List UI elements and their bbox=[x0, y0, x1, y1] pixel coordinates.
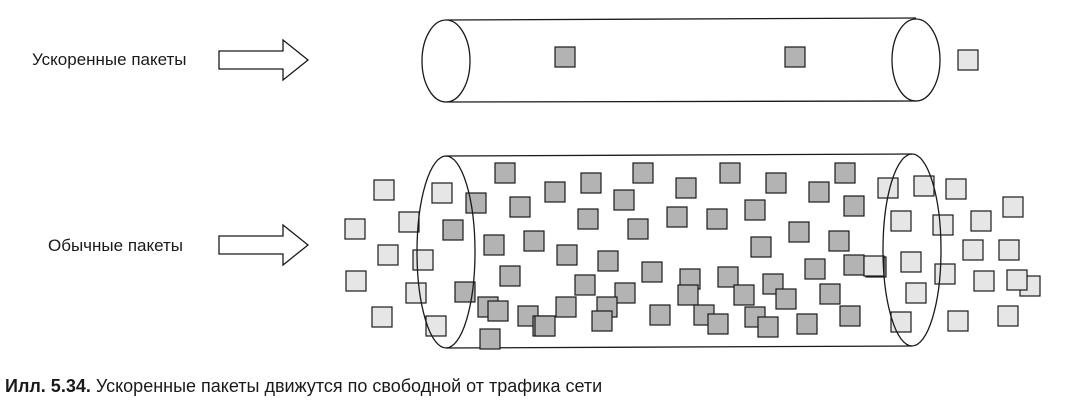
packet-square bbox=[479, 328, 501, 350]
packet-square bbox=[555, 296, 577, 318]
packet-square bbox=[900, 251, 922, 273]
packet-square bbox=[819, 283, 841, 305]
packet-square bbox=[775, 288, 797, 310]
packet-square bbox=[804, 258, 826, 280]
packet-square bbox=[765, 172, 787, 194]
packet-square bbox=[377, 244, 399, 266]
packet-square bbox=[614, 282, 636, 304]
packet-square bbox=[371, 306, 393, 328]
packet-square bbox=[398, 211, 420, 233]
packet-square bbox=[707, 313, 729, 335]
packet-square bbox=[487, 300, 509, 322]
figure-caption: Илл. 5.34. Ускоренные пакеты движутся по… bbox=[5, 376, 602, 397]
packet-square bbox=[757, 316, 779, 338]
packet-square bbox=[627, 218, 649, 240]
packet-square bbox=[345, 270, 367, 292]
packet-square bbox=[784, 46, 806, 68]
accelerated-channel-pipe bbox=[421, 17, 941, 103]
packet-square bbox=[632, 162, 654, 184]
packet-square bbox=[788, 221, 810, 243]
packet-square bbox=[405, 282, 427, 304]
packet-square bbox=[973, 270, 995, 292]
packet-square bbox=[1006, 269, 1028, 291]
packet-square bbox=[706, 208, 728, 230]
packet-square bbox=[733, 284, 755, 306]
packet-square bbox=[577, 208, 599, 230]
packet-square bbox=[509, 196, 531, 218]
packet-square bbox=[534, 315, 556, 337]
packet-square bbox=[962, 239, 984, 261]
packet-square bbox=[932, 214, 954, 236]
packet-square bbox=[483, 234, 505, 256]
figure-caption-text: Ускоренные пакеты движутся по свободной … bbox=[95, 376, 603, 396]
packet-square bbox=[1002, 196, 1024, 218]
packet-square bbox=[796, 313, 818, 335]
packet-square bbox=[499, 265, 521, 287]
packet-square bbox=[465, 192, 487, 214]
packet-square bbox=[905, 282, 927, 304]
packet-square bbox=[717, 266, 739, 288]
packet-square bbox=[675, 177, 697, 199]
packet-square bbox=[580, 172, 602, 194]
packet-square bbox=[957, 49, 979, 71]
packet-square bbox=[574, 274, 596, 296]
arrow-icon-accelerated bbox=[218, 38, 310, 82]
packet-square bbox=[828, 230, 850, 252]
packet-square bbox=[431, 182, 453, 204]
packet-square bbox=[454, 281, 476, 303]
packet-square bbox=[970, 210, 992, 232]
normal-channel-pipe bbox=[445, 153, 913, 349]
packet-square bbox=[890, 210, 912, 232]
packet-square bbox=[945, 178, 967, 200]
packet-square bbox=[641, 261, 663, 283]
packet-square bbox=[834, 162, 856, 184]
packet-square bbox=[544, 181, 566, 203]
packet-square bbox=[649, 304, 671, 326]
normal-packets-group bbox=[344, 162, 1041, 350]
packet-square bbox=[373, 179, 395, 201]
normal-packets-label: Обычные пакеты bbox=[48, 236, 184, 255]
packet-square bbox=[843, 254, 865, 276]
packet-square bbox=[523, 230, 545, 252]
packet-square bbox=[597, 250, 619, 272]
packet-square bbox=[344, 218, 366, 240]
packet-square bbox=[591, 310, 613, 332]
packet-square bbox=[613, 189, 635, 211]
accelerated-packets-group bbox=[554, 46, 979, 71]
packet-square bbox=[494, 162, 516, 184]
packet-square bbox=[863, 255, 885, 277]
packet-square bbox=[677, 284, 699, 306]
packet-square bbox=[719, 162, 741, 184]
accelerated-packets-label: Ускоренные пакеты bbox=[32, 50, 187, 69]
network-pipes-diagram bbox=[218, 17, 1041, 350]
packet-square bbox=[997, 305, 1019, 327]
packet-square bbox=[934, 263, 956, 285]
packet-square bbox=[808, 181, 830, 203]
packet-square bbox=[425, 315, 447, 337]
packet-square bbox=[744, 199, 766, 221]
packet-square bbox=[556, 244, 578, 266]
packet-square bbox=[554, 46, 576, 68]
figure-number: Илл. 5.34. bbox=[5, 376, 91, 396]
packet-square bbox=[412, 249, 434, 271]
packet-square bbox=[750, 236, 772, 258]
packet-square bbox=[890, 311, 912, 333]
packet-square bbox=[998, 239, 1020, 261]
normal-channel-pipe-ends bbox=[416, 153, 942, 349]
arrow-icon-normal bbox=[218, 223, 310, 267]
packet-square bbox=[666, 206, 688, 228]
packet-square bbox=[843, 195, 865, 217]
packet-square bbox=[442, 219, 464, 241]
packet-square bbox=[839, 305, 861, 327]
packet-square bbox=[947, 310, 969, 332]
